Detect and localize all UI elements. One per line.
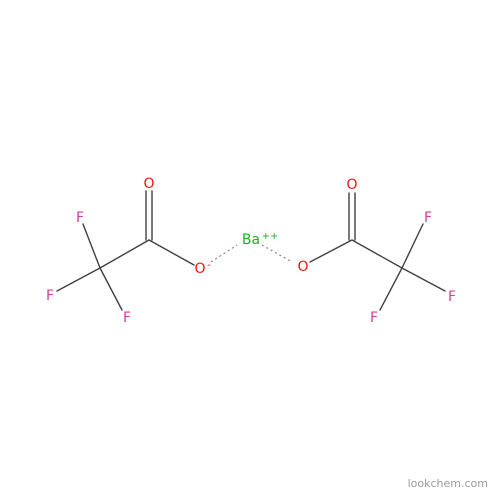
bond-c-f-right-1	[401, 223, 424, 269]
bond-c-f-left-3	[99, 267, 123, 311]
bond-cf3-carboxyl-right	[351, 239, 403, 269]
left-bonds	[56, 190, 195, 311]
atom-ba: Ba	[242, 232, 260, 248]
charge-ba: ++	[262, 231, 279, 242]
atom-f-left-2: F	[46, 288, 54, 304]
ionic-bond-left	[210, 244, 238, 263]
atom-f-left-3: F	[123, 310, 131, 326]
atom-o-anion-left: O	[194, 261, 205, 277]
bond-cf3-carboxyl-left	[99, 239, 150, 269]
ionic-bond-right	[261, 244, 293, 263]
charge-o-anion-left: -	[207, 260, 211, 271]
bond-c-f-left-1	[82, 223, 101, 269]
atom-f-right-3: F	[370, 310, 378, 326]
atom-f-right-2: F	[448, 289, 456, 305]
atom-f-right-1: F	[424, 210, 432, 226]
bond-c-o-single-left	[148, 239, 195, 266]
bond-c-f-right-2	[401, 267, 446, 292]
atom-o-carbonyl-right: O	[346, 177, 357, 193]
atom-o-carbonyl-left: O	[143, 176, 154, 192]
right-bonds	[309, 192, 446, 311]
atom-labels: O O - F F F Ba ++ O O F F F	[46, 176, 456, 326]
bond-c-f-left-2	[56, 267, 101, 292]
atom-f-left-1: F	[76, 210, 84, 226]
watermark: lookchem.com	[407, 477, 488, 490]
bond-c-f-right-3	[379, 267, 403, 311]
atom-o-anion-right: O	[297, 259, 308, 275]
bond-c-o-single-right	[309, 239, 353, 263]
ionic-interactions	[210, 244, 293, 263]
